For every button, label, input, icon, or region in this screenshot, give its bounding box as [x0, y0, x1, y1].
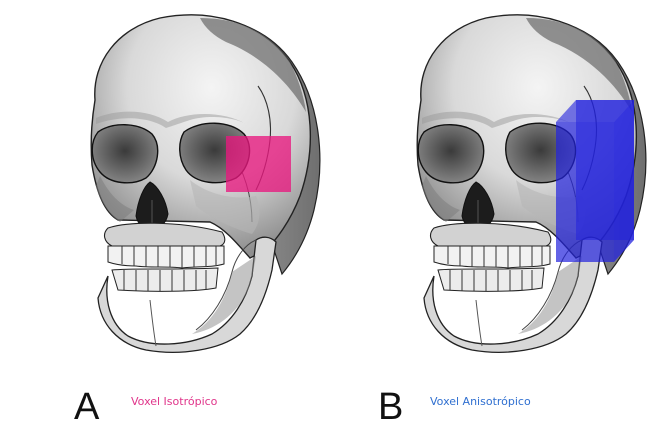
panel-label-a: A	[74, 388, 99, 426]
panel-b: B Voxel Anisotrópico	[326, 0, 651, 429]
anisotropic-voxel	[556, 100, 634, 262]
caption-anisotropic: Voxel Anisotrópico	[430, 395, 531, 409]
isotropic-voxel	[226, 136, 291, 192]
panel-a: A Voxel Isotrópico	[0, 0, 325, 429]
panel-label-b: B	[378, 388, 403, 426]
caption-isotropic: Voxel Isotrópico	[131, 395, 217, 409]
skull-illustration-isotropic	[0, 0, 325, 360]
skull-illustration-anisotropic	[326, 0, 651, 360]
